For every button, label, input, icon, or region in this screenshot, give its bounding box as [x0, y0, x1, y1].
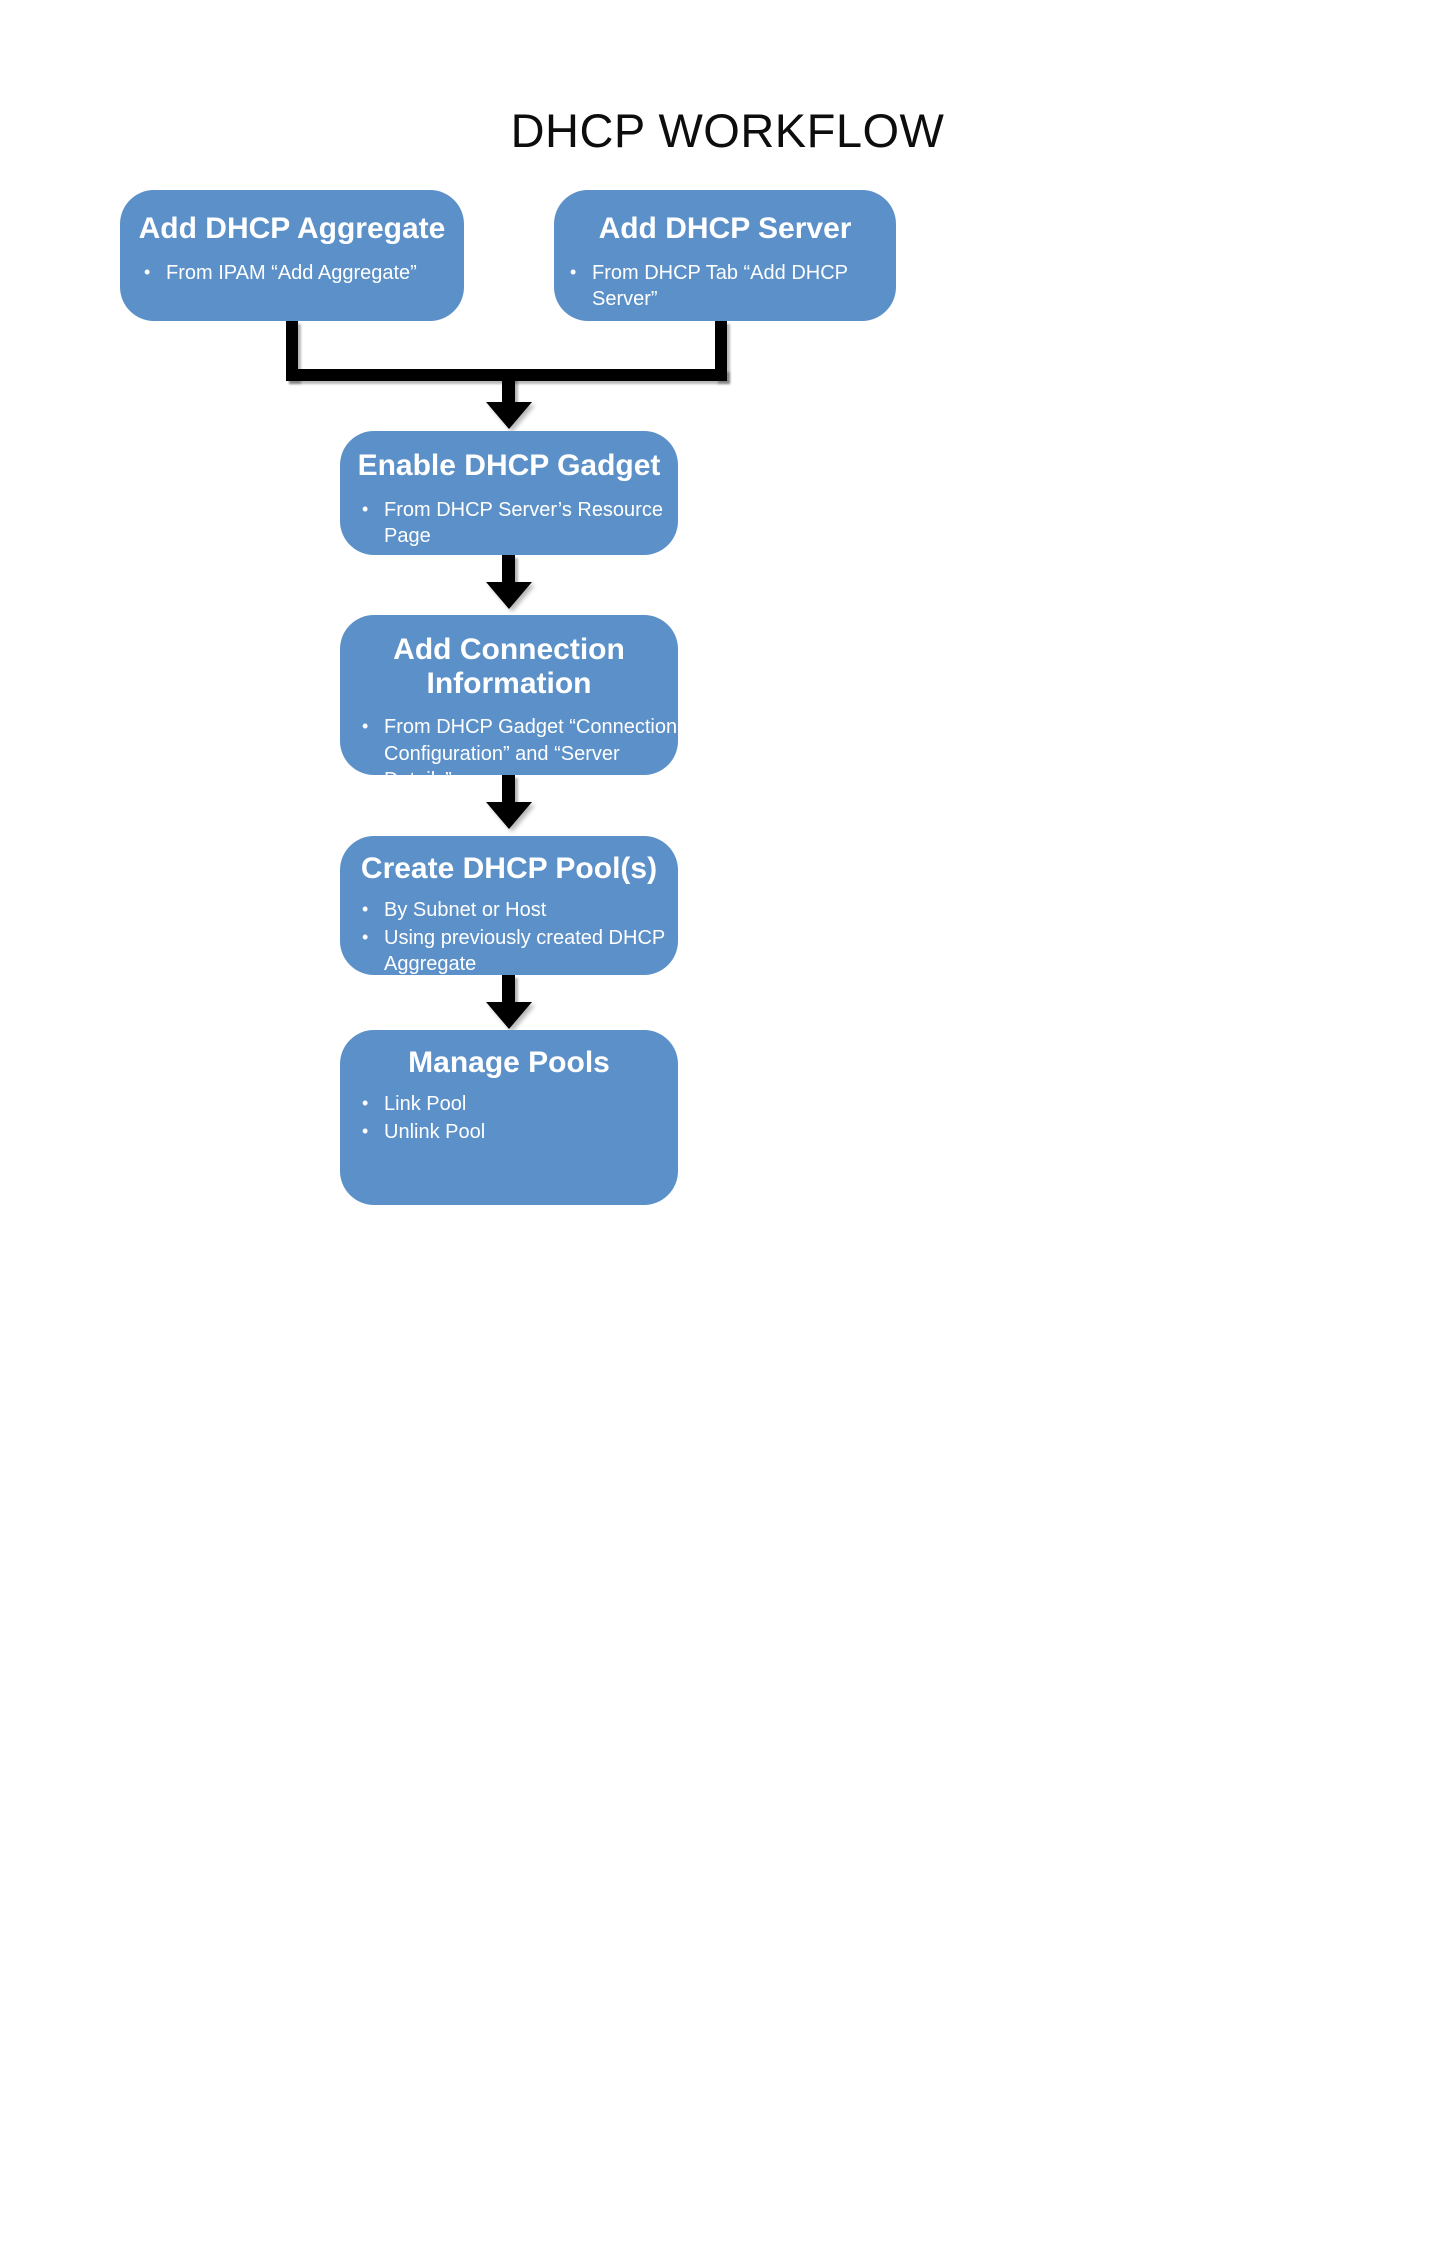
arrow-head-icon: [486, 402, 532, 429]
node-title: Manage Pools: [408, 1046, 610, 1079]
node-title: Add Connection Information: [393, 633, 625, 700]
node-add-connection-information[interactable]: Add Connection Information From DHCP Gad…: [340, 615, 678, 775]
list-item: From DHCP Gadget “Connection Configurati…: [358, 713, 678, 775]
connector-merge-down-stem: [502, 375, 515, 405]
node-add-dhcp-aggregate[interactable]: Add DHCP Aggregate From IPAM “Add Aggreg…: [120, 190, 464, 321]
node-title: Enable DHCP Gadget: [357, 449, 661, 482]
node-bullet-list: Link Pool Unlink Pool: [340, 1090, 678, 1146]
list-item: From IPAM “Add Aggregate”: [140, 259, 464, 286]
node-add-dhcp-server[interactable]: Add DHCP Server From DHCP Tab “Add DHCP …: [554, 190, 896, 321]
connector-stem-right: [715, 321, 727, 381]
node-enable-dhcp-gadget[interactable]: Enable DHCP Gadget From DHCP Server’s Re…: [340, 431, 678, 555]
node-create-dhcp-pools[interactable]: Create DHCP Pool(s) By Subnet or Host Us…: [340, 836, 678, 975]
node-bullet-list: From IPAM “Add Aggregate”: [120, 259, 464, 286]
list-item: By Subnet or Host: [358, 896, 678, 923]
node-title: Add DHCP Aggregate: [138, 212, 446, 245]
node-manage-pools[interactable]: Manage Pools Link Pool Unlink Pool: [340, 1030, 678, 1205]
node-bullet-list: From DHCP Tab “Add DHCP Server”: [554, 259, 896, 313]
node-bullet-list: From DHCP Server’s Resource Page: [340, 496, 678, 550]
node-bullet-list: By Subnet or Host Using previously creat…: [340, 896, 678, 975]
arrow-head-icon: [486, 1002, 532, 1029]
connector-stem: [502, 555, 515, 586]
connector-stem: [502, 775, 515, 806]
node-title: Add DHCP Server: [598, 212, 852, 245]
node-title: Create DHCP Pool(s): [360, 852, 658, 885]
connector-stem: [502, 975, 515, 1006]
page-title: DHCP WORKFLOW: [510, 104, 945, 157]
list-item: Using previously created DHCP Aggregate: [358, 924, 678, 975]
node-bullet-list: From DHCP Gadget “Connection Configurati…: [340, 713, 678, 775]
list-item: Unlink Pool: [358, 1118, 678, 1145]
arrow-head-icon: [486, 802, 532, 829]
list-item: Link Pool: [358, 1090, 678, 1117]
list-item: From DHCP Server’s Resource Page: [358, 496, 678, 550]
list-item: From DHCP Tab “Add DHCP Server”: [566, 259, 896, 313]
arrow-head-icon: [486, 582, 532, 609]
connector-stem-left: [286, 321, 298, 381]
